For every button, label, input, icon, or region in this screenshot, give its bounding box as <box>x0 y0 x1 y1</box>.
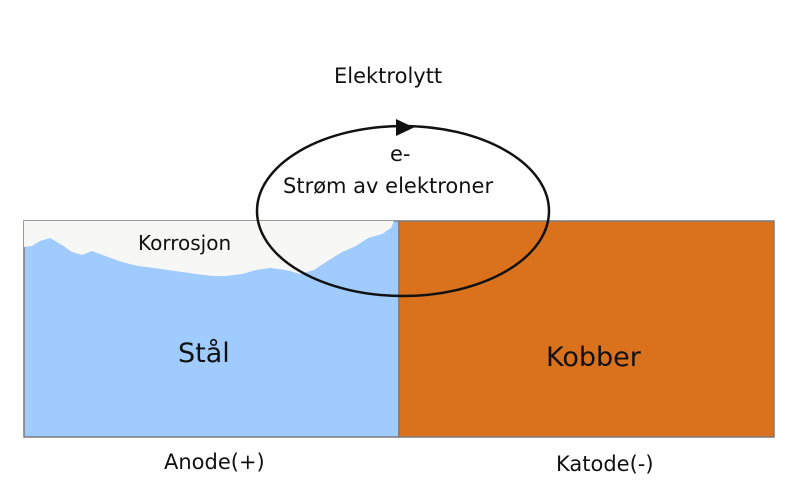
copper-block <box>398 220 775 438</box>
electrolyte-label: Elektrolytt <box>334 64 443 88</box>
anode-label: Anode(+) <box>164 450 265 474</box>
steel-label: Stål <box>178 338 230 369</box>
electron-symbol-label: e- <box>390 142 411 166</box>
electron-flow-label: Strøm av elektroner <box>283 174 494 198</box>
corrosion-area <box>24 221 394 276</box>
copper-label: Kobber <box>546 342 641 373</box>
corrosion-label: Korrosjon <box>138 231 232 255</box>
cathode-label: Katode(-) <box>556 452 654 476</box>
arrowhead-right-icon <box>396 119 414 136</box>
